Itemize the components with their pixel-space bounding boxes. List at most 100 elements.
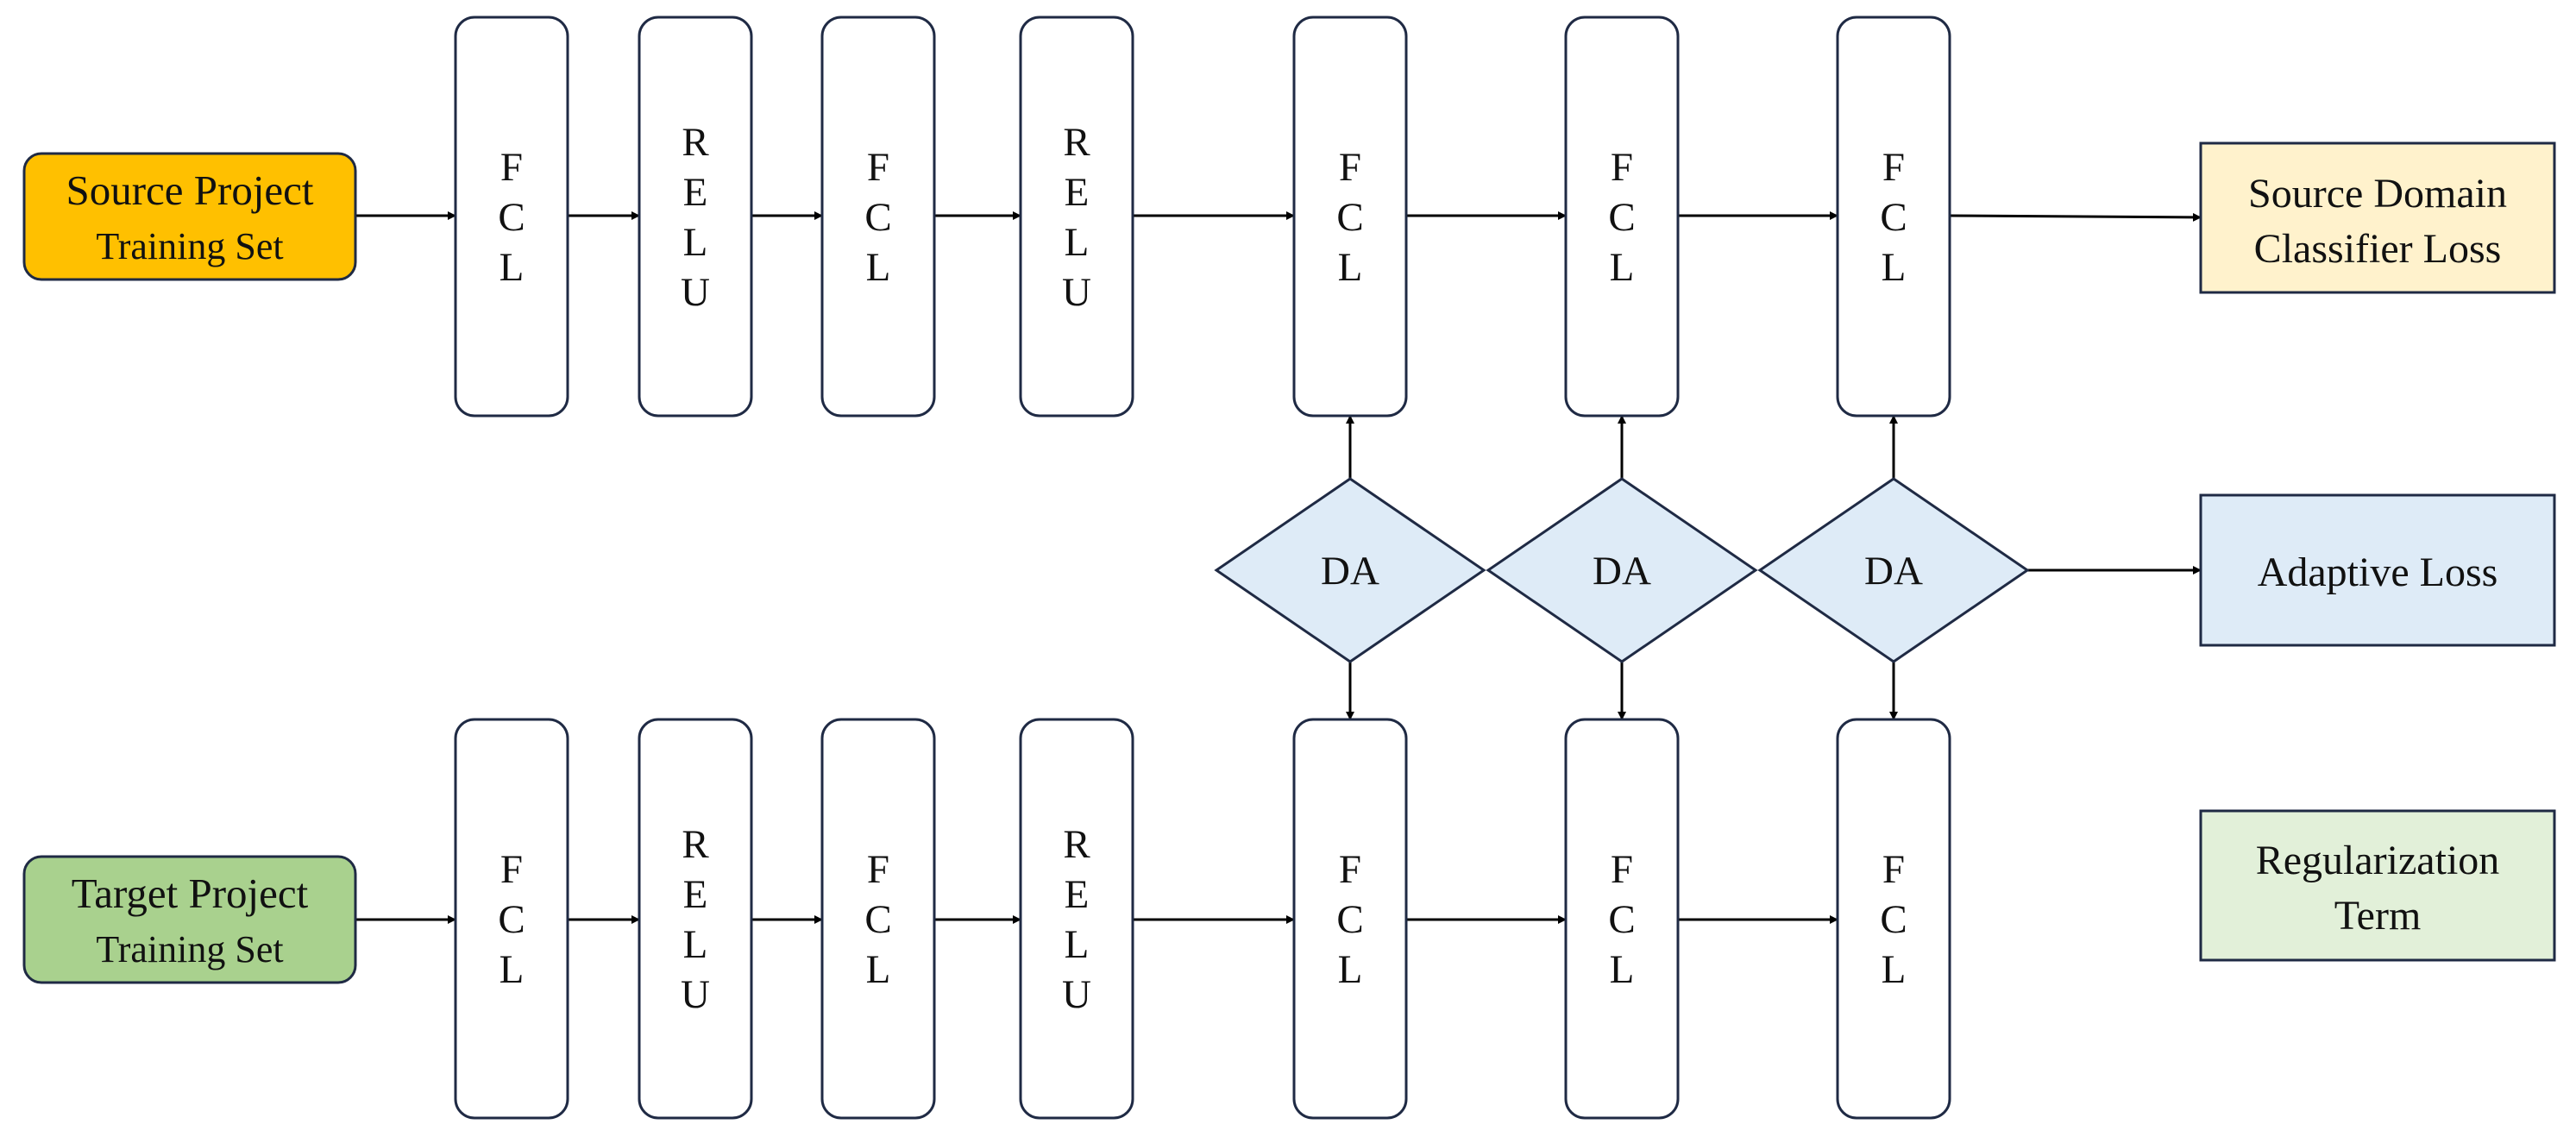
source-layer-5-letter: L [1338,245,1363,290]
source-layer-2-letter: R [682,120,709,165]
regularization-term-box: Regularization Term [2199,809,2556,962]
target-layer-7-letter: F [1882,847,1905,892]
target-input-box: Target Project Training Set [22,855,357,984]
adaptive-loss-rect [2199,493,2556,647]
source-layer-4-letter: L [1065,220,1090,265]
source-layer-6-fcl: FCL [1564,16,1680,418]
target-layer-1-letter: F [500,847,523,892]
target-layer-7-box [1836,718,1951,1120]
target-layer-5-letter: L [1338,947,1363,992]
da-module-3-diamond [1757,477,2030,663]
source-layer-3-letter: C [864,195,891,240]
target-layer-2-letter: E [683,872,708,917]
target-layer-1-letter: C [498,897,525,942]
target-layer-4-letter: U [1062,972,1091,1017]
source-layer-6-letter: L [1610,245,1635,290]
target-layer-5-fcl: FCL [1292,718,1408,1120]
da-module-1-diamond [1214,477,1486,663]
target-layer-4-letter: R [1063,822,1090,867]
target-input-line2: Training Set [96,928,283,970]
target-layer-1-fcl: FCL [454,718,569,1120]
source-layer-7-letter: L [1882,245,1907,290]
regularization-term-line2: Term [2334,893,2422,939]
source-layer-6-letter: C [1608,195,1635,240]
source-layer-3-box [820,16,936,418]
connector-arrows [355,211,2202,924]
source-input-box: Source Project Training Set [22,152,357,281]
source-classifier-loss-rect [2199,141,2556,294]
source-layer-7-letter: F [1882,145,1905,190]
target-layer-2-letter: R [682,822,709,867]
source-layer-2-box [638,16,753,418]
source-layer-5-box [1292,16,1408,418]
source-layer-5-letter: F [1339,145,1361,190]
source-layer-5-letter: C [1336,195,1363,240]
regularization-term-line1: Regularization [2256,838,2500,883]
adaptive-loss-label: Adaptive Loss [2258,550,2498,595]
source-layer-2-letter: E [683,170,708,215]
target-layer-3-box [820,718,936,1120]
da-module-3-label: DA [1864,549,1923,593]
source-layer-4-box [1019,16,1134,418]
source-layer-7-box [1836,16,1951,418]
target-layer-7-letter: L [1882,947,1907,992]
target-layer-1-letter: L [499,947,525,992]
da-module-3: DA [1757,477,2030,663]
source-layer-3-letter: F [867,145,889,190]
source-input-rect [22,152,357,281]
target-layer-5-letter: F [1339,847,1361,892]
source-input-line1: Source Project [66,166,313,214]
target-input-line1: Target Project [72,870,309,917]
source-input-line2: Training Set [96,225,283,267]
target-layer-4-letter: L [1065,922,1090,967]
source-layer-1-letter: C [498,195,525,240]
target-layer-6-letter: C [1608,897,1635,942]
da-module-2-diamond [1486,477,1758,663]
source-layer-6-box [1564,16,1680,418]
source-layer-1-box [454,16,569,418]
source-layer-3-fcl: FCL [820,16,936,418]
source-classifier-loss-box: Source Domain Classifier Loss [2199,141,2556,294]
target-layer-6-box [1564,718,1680,1120]
source-layer-1-fcl: FCL [454,16,569,418]
adaptive-loss-box: Adaptive Loss [2199,493,2556,647]
target-layer-2-letter: U [681,972,710,1017]
source-layer-1-letter: L [499,245,525,290]
target-layer-7-fcl: FCL [1836,718,1951,1120]
da-module-2: DA [1486,477,1758,663]
target-layer-3-letter: C [864,897,891,942]
arrow-source-to-classifier-loss [1949,212,2202,222]
target-layer-4-box [1019,718,1134,1120]
source-classifier-loss-line1: Source Domain [2248,171,2507,217]
target-layer-6-fcl: FCL [1564,718,1680,1120]
target-layer-3-letter: L [866,947,891,992]
source-classifier-loss-line2: Classifier Loss [2254,226,2502,272]
target-layer-5-box [1292,718,1408,1120]
target-input-rect [22,855,357,984]
target-layer-3-letter: F [867,847,889,892]
source-layer-2-letter: U [681,270,710,315]
target-layer-1-box [454,718,569,1120]
target-layer-6-letter: F [1611,847,1633,892]
source-layer-7-fcl: FCL [1836,16,1951,418]
da-module-1-label: DA [1321,549,1379,593]
target-layer-2-letter: L [683,922,708,967]
target-layer-4-letter: E [1065,872,1090,917]
source-layer-4-letter: U [1062,270,1091,315]
target-layer-5-letter: C [1336,897,1363,942]
da-module-2-label: DA [1593,549,1651,593]
domain-adaptation-modules: DA DA DA [1214,477,2030,663]
target-layer-3-fcl: FCL [820,718,936,1120]
source-layer-5-fcl: FCL [1292,16,1408,418]
source-layer-4-letter: R [1063,120,1090,165]
source-layer-7-letter: C [1880,195,1907,240]
source-layer-3-letter: L [866,245,891,290]
